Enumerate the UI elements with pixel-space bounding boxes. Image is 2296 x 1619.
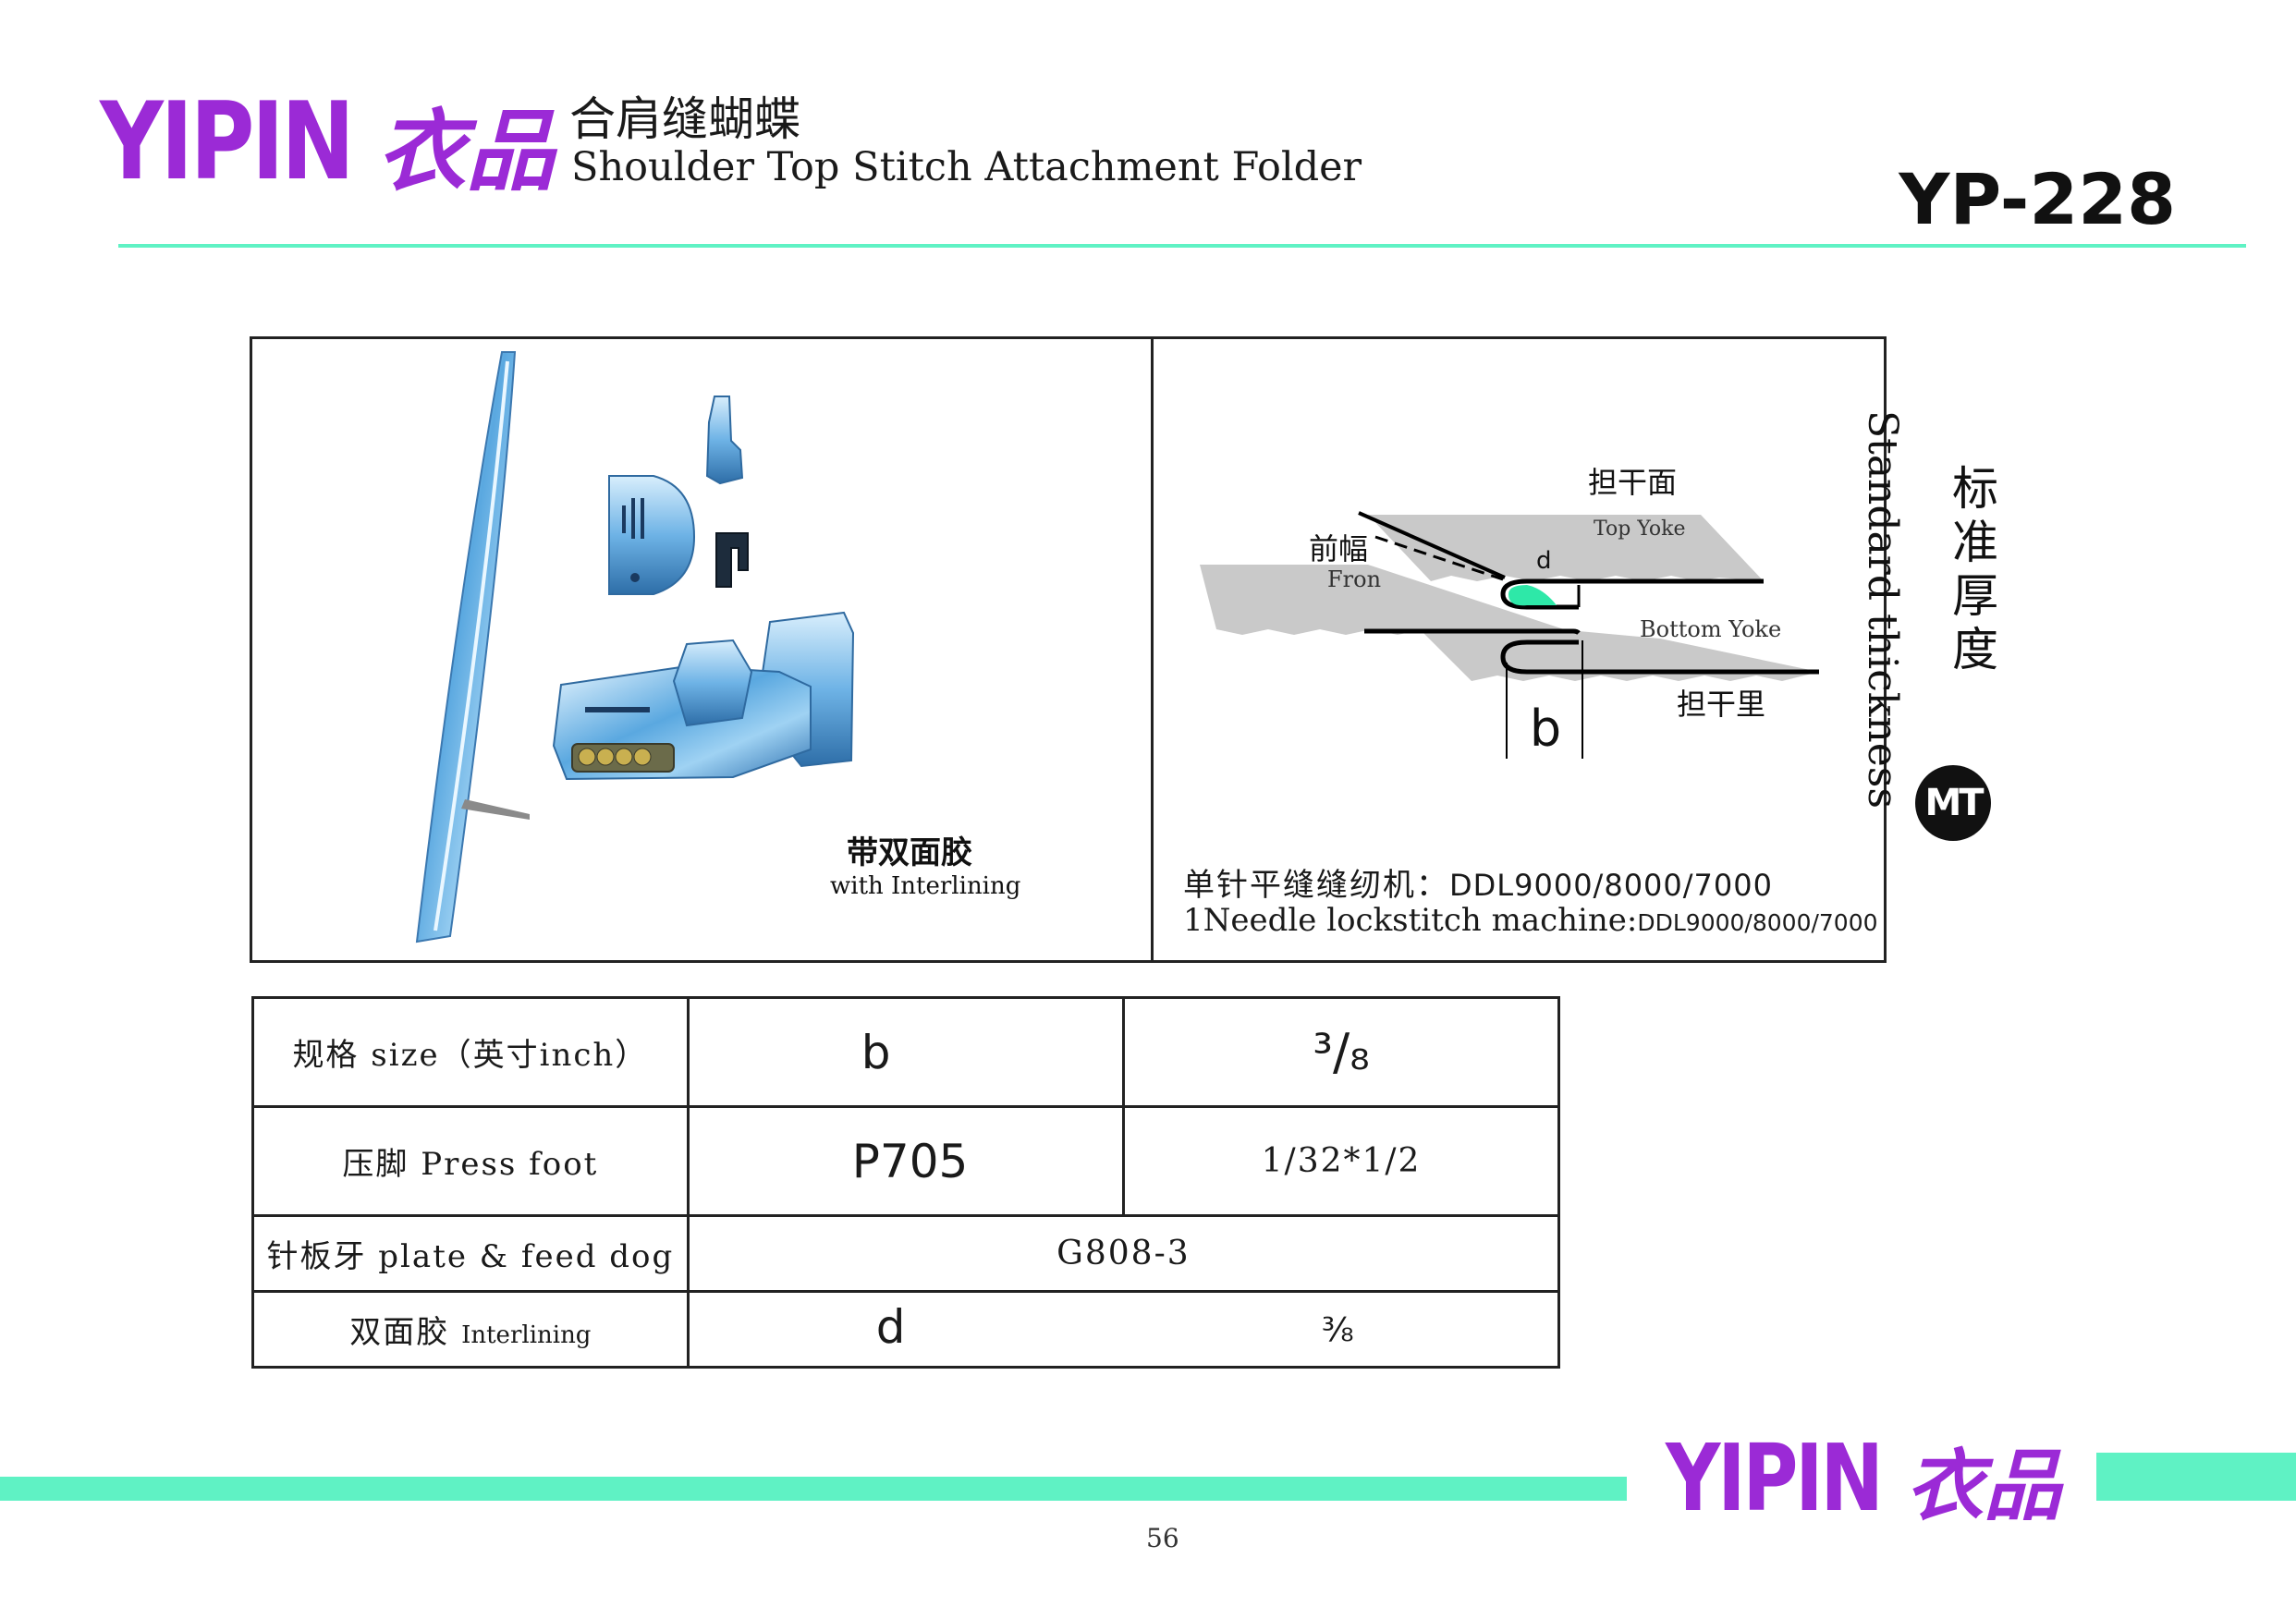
machine-line-english: 1Needle lockstitch machine:DDL9000/8000/… bbox=[1183, 902, 1878, 939]
table-row-size: 规格 size（英寸inch） b ³/₈ bbox=[251, 996, 1560, 1108]
machine-label-en: 1Needle lockstitch machine: bbox=[1183, 902, 1638, 939]
product-photo-panel bbox=[250, 336, 1154, 963]
interlining-label-en: Interlining bbox=[461, 1321, 592, 1349]
machine-model-en: DDL9000/8000/7000 bbox=[1637, 909, 1878, 936]
needle-plate-shape bbox=[608, 475, 696, 595]
guide-rail-shape bbox=[415, 351, 517, 943]
label-front-cn: 前幅 bbox=[1309, 531, 1368, 566]
label-bottom-yoke-en: Bottom Yoke bbox=[1640, 616, 1781, 642]
label-front-en: Fron bbox=[1327, 566, 1381, 592]
footer-brand-latin: YIPIN bbox=[1666, 1424, 1884, 1532]
brand-name-latin: YIPIN bbox=[100, 79, 355, 204]
title-chinese: 合肩缝蝴蝶 bbox=[569, 92, 800, 146]
folder-attachment-image bbox=[415, 351, 855, 943]
press-foot-value-cell: P705 bbox=[686, 1105, 1126, 1217]
top-yoke-fabric bbox=[1368, 515, 1764, 581]
spec-table: 规格 size（英寸inch） b ³/₈ 压脚 Press foot P705… bbox=[251, 996, 1561, 1369]
table-row-interlining: 双面胶 Interlining d ⅜ bbox=[251, 1290, 1561, 1369]
footer-brand-chinese: 衣品 bbox=[1906, 1440, 2062, 1531]
size-value-cell: ³/₈ bbox=[1122, 996, 1560, 1108]
footer-divider-right bbox=[2096, 1453, 2296, 1501]
plate-feed-dog-value: G808-3 bbox=[1056, 1235, 1191, 1272]
mt-badge: MT bbox=[1915, 765, 1991, 841]
interlining-label-cn: 双面胶 bbox=[349, 1314, 450, 1351]
interlining-value-cell: d ⅜ bbox=[686, 1290, 1561, 1369]
label-top-yoke-cn: 担干面 bbox=[1588, 465, 1677, 500]
machine-model-cn: DDL9000/8000/7000 bbox=[1449, 868, 1773, 903]
machine-line-chinese: 单针平缝缝纫机：DDL9000/8000/7000 bbox=[1183, 859, 1773, 905]
page-number: 56 bbox=[1146, 1523, 1179, 1553]
label-d: d bbox=[1536, 547, 1552, 575]
press-foot-value: P705 bbox=[851, 1134, 969, 1188]
plate-feed-dog-value-cell: G808-3 bbox=[686, 1214, 1561, 1293]
standard-thickness-english: Standard thickness bbox=[1859, 410, 1906, 809]
header-divider bbox=[118, 244, 2246, 248]
interlining-key: d bbox=[875, 1300, 906, 1354]
plate-feed-dog-label: 针板牙 plate & feed dog bbox=[251, 1214, 690, 1293]
brand-logo: YIPIN 衣品 bbox=[100, 89, 555, 196]
size-value: ³/₈ bbox=[1313, 1023, 1370, 1081]
upper-fold-line bbox=[1500, 578, 1764, 610]
footer-brand-logo: YIPIN 衣品 bbox=[1666, 1432, 2061, 1525]
front-fabric bbox=[1200, 565, 1569, 635]
label-b: b bbox=[1530, 700, 1561, 758]
size-key-cell: b bbox=[686, 996, 1126, 1108]
press-foot-label: 压脚 Press foot bbox=[251, 1105, 690, 1217]
fold-diagram-panel: 担干面 Top Yoke 前幅 Fron d Bottom Yoke 担干里 b bbox=[1151, 336, 1887, 963]
label-top-yoke-en: Top Yoke bbox=[1594, 517, 1686, 541]
table-row-plate: 针板牙 plate & feed dog G808-3 bbox=[251, 1214, 1561, 1293]
size-label: 规格 size（英寸inch） bbox=[251, 996, 690, 1108]
machine-label-cn: 单针平缝缝纫机： bbox=[1183, 867, 1449, 904]
size-key: b bbox=[861, 1025, 891, 1079]
model-number: YP-228 bbox=[1899, 158, 2176, 240]
interlining-label-cell: 双面胶 Interlining bbox=[251, 1290, 690, 1369]
lower-fold-line bbox=[1500, 639, 1819, 675]
brand-name-chinese: 衣品 bbox=[377, 99, 555, 203]
fold-diagram: 担干面 Top Yoke 前幅 Fron d Bottom Yoke 担干里 b bbox=[1200, 465, 1819, 759]
standard-thickness-chinese: 标准厚度 bbox=[1952, 462, 1998, 676]
title-english: Shoulder Top Stitch Attachment Folder bbox=[571, 144, 1362, 190]
table-row-press-foot: 压脚 Press foot P705 1/32*1/2 bbox=[251, 1105, 1560, 1217]
label-bottom-yoke-cn: 担干里 bbox=[1677, 687, 1765, 722]
press-foot-size: 1/32*1/2 bbox=[1261, 1142, 1422, 1180]
interlining-value: ⅜ bbox=[1321, 1311, 1354, 1349]
footer-divider-left bbox=[0, 1477, 1627, 1501]
photo-caption-chinese: 带双面胶 bbox=[847, 834, 972, 871]
photo-caption-english: with Interlining bbox=[830, 872, 1021, 900]
press-foot-size-cell: 1/32*1/2 bbox=[1122, 1105, 1560, 1217]
